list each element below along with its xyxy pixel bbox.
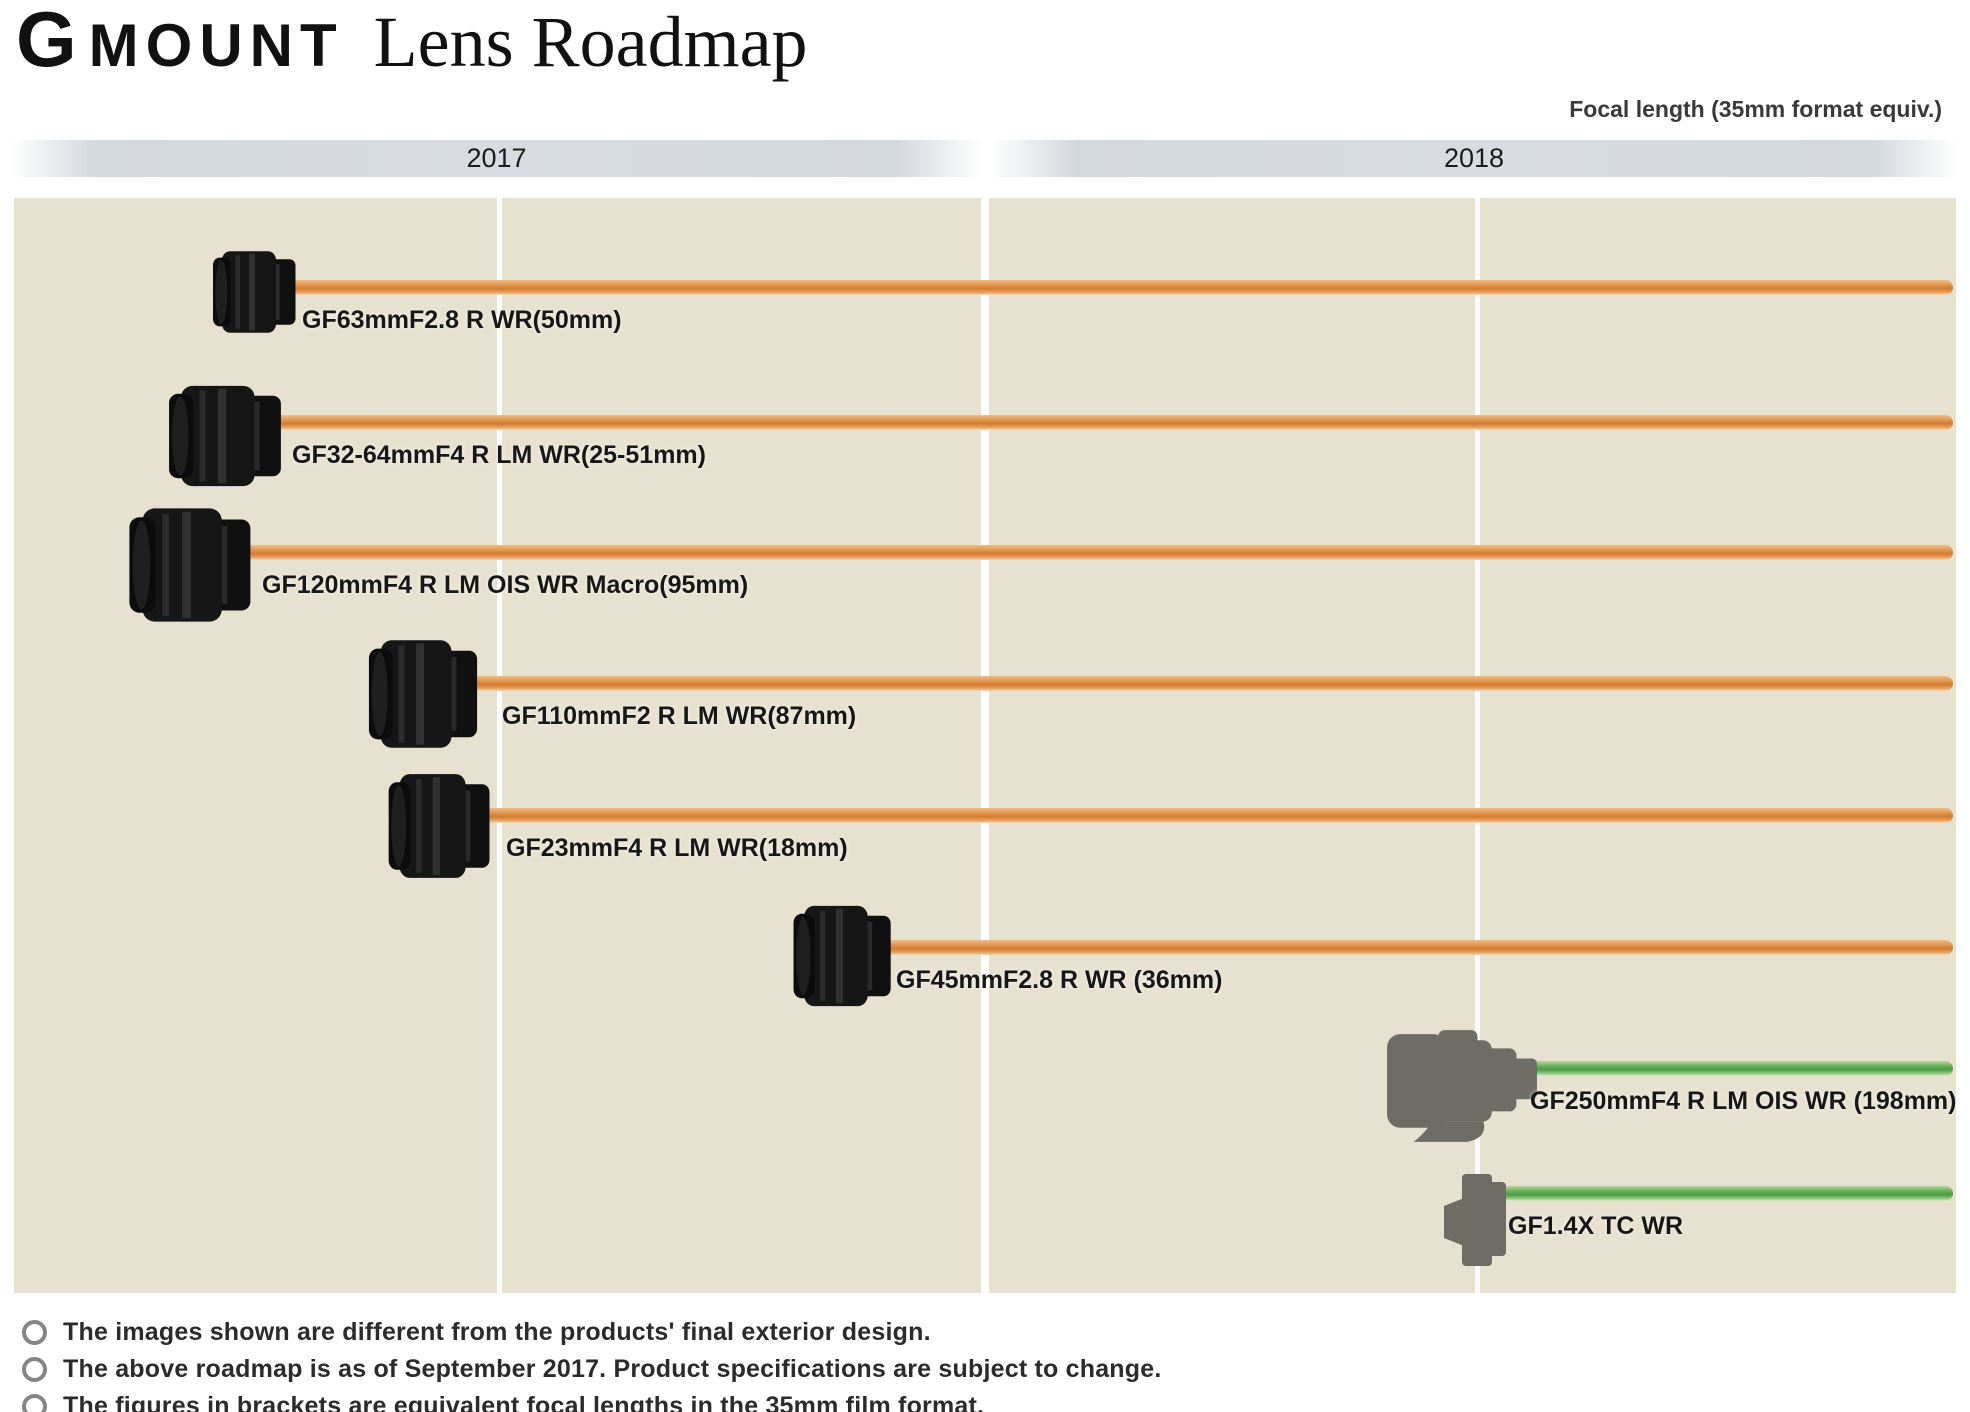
footnote-text: The figures in brackets are equivalent f…	[63, 1392, 985, 1412]
ring-bullet-icon	[22, 1394, 47, 1412]
footnote-row: The images shown are different from the …	[22, 1314, 1162, 1351]
focal-length-note: Focal length (35mm format equiv.)	[1569, 96, 1942, 122]
gridline-year-2018	[981, 198, 989, 1293]
timeline-bar-gf23	[475, 808, 1953, 823]
lens-image-gf63-icon	[210, 248, 300, 336]
lens-image-gf32-64-icon	[165, 382, 287, 490]
ring-bullet-icon	[22, 1320, 47, 1345]
timeline-chart-area: GF63mmF2.8 R WR(50mm) GF32-64mmF4 R LM W…	[14, 198, 1956, 1293]
lens-label-gf110: GF110mmF2 R LM WR(87mm)	[502, 702, 857, 730]
lens-label-gf63: GF63mmF2.8 R WR(50mm)	[302, 306, 622, 334]
timeline-bar-gf250	[1510, 1061, 1953, 1076]
footnotes: The images shown are different from the …	[22, 1314, 1162, 1412]
brand-mount-logo: MOUNT	[88, 12, 344, 79]
year-header-2018: 2018	[990, 140, 1958, 177]
timeline-bar-gf63	[276, 280, 1953, 295]
page-title: G MOUNT Lens Roadmap	[16, 0, 808, 78]
lens-image-gf45-icon	[790, 902, 896, 1010]
lens-label-gf32-64: GF32-64mmF4 R LM WR(25-51mm)	[292, 441, 706, 469]
lens-image-gf110-icon	[365, 636, 483, 752]
gridline-mid-2017	[497, 198, 502, 1293]
timeline-bar-gf110	[466, 676, 1953, 691]
lens-label-gf120: GF120mmF4 R LM OIS WR Macro(95mm)	[262, 571, 749, 599]
page-title-serif: Lens Roadmap	[373, 2, 808, 82]
brand-g-logo: G	[16, 0, 79, 83]
footnote-text: The above roadmap is as of September 201…	[63, 1355, 1162, 1383]
year-header-2017: 2017	[10, 140, 983, 177]
year-label-2018: 2018	[1443, 143, 1505, 173]
timeline-bar-gf32-64	[268, 415, 1953, 430]
footnote-row: The above roadmap is as of September 201…	[22, 1351, 1162, 1388]
lens-image-gf250-icon	[1385, 1026, 1539, 1146]
lens-label-gf23: GF23mmF4 R LM WR(18mm)	[506, 834, 848, 862]
lens-image-gf120-icon	[125, 504, 257, 626]
year-label-2017: 2017	[466, 143, 527, 173]
timeline-bar-gf14x-tc	[1480, 1186, 1953, 1201]
lens-label-gf14x-tc: GF1.4X TC WR	[1508, 1212, 1684, 1240]
ring-bullet-icon	[22, 1357, 47, 1382]
gridline-mid-2018	[1475, 198, 1480, 1293]
footnote-row: The figures in brackets are equivalent f…	[22, 1388, 1162, 1412]
footnote-text: The images shown are different from the …	[63, 1318, 931, 1346]
lens-label-gf45: GF45mmF2.8 R WR (36mm)	[896, 966, 1223, 994]
timeline-bar-gf45	[870, 940, 1953, 955]
lens-label-gf250: GF250mmF4 R LM OIS WR (198mm)	[1530, 1087, 1957, 1115]
timeline-bar-gf120	[240, 545, 1953, 560]
lens-image-gf23-icon	[385, 770, 495, 882]
teleconverter-image-gf14x-icon	[1440, 1174, 1508, 1268]
